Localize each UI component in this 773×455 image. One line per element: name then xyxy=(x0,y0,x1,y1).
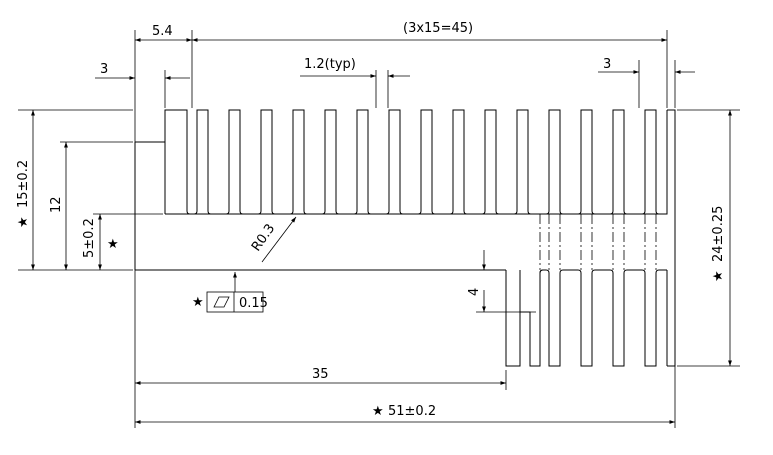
upper-fins xyxy=(164,109,668,215)
upper-fin-profile xyxy=(164,109,668,215)
extension-lines xyxy=(18,30,740,428)
critical-mark-total-width: ★ xyxy=(372,404,384,419)
dim-height-overall: 15±0.2 xyxy=(16,160,31,208)
dim-step-height: 4 xyxy=(467,288,482,296)
critical-marks: ★ ★ ★ ★ ★ xyxy=(16,216,726,419)
critical-mark-right-height: ★ xyxy=(711,270,726,282)
critical-mark-height: ★ xyxy=(16,216,31,228)
critical-mark-base: ★ xyxy=(107,237,119,252)
dimension-labels: 5.4 (3x15=45) 3 1.2(typ) 3 35 4 15±0.2 1… xyxy=(16,21,726,419)
critical-mark-flatness: ★ xyxy=(192,295,204,310)
dim-base-height: 5±0.2 xyxy=(82,218,97,258)
dim-pitch-total: (3x15=45) xyxy=(403,21,473,36)
dim-right-wall: 3 xyxy=(603,57,611,72)
dim-left-wall: 3 xyxy=(100,62,108,77)
dim-right-height: 24±0.25 xyxy=(711,206,726,262)
dim-fin-spacing: 5.4 xyxy=(152,24,173,39)
flatness-value: 0.15 xyxy=(239,296,268,311)
flatness-frame: 0.15 xyxy=(206,291,268,313)
dim-radius: R0.3 xyxy=(249,221,278,254)
dim-fin-depth: 12 xyxy=(49,196,64,213)
parallelogram-icon xyxy=(213,296,230,308)
profile-outline xyxy=(134,109,676,367)
dim-step-length: 35 xyxy=(312,367,329,382)
lower-fins xyxy=(506,269,668,367)
dim-fin-thickness: 1.2(typ) xyxy=(304,57,356,72)
break-lines xyxy=(539,214,657,270)
dim-total-width: 51±0.2 xyxy=(388,404,436,419)
dimension-lines xyxy=(31,38,732,424)
